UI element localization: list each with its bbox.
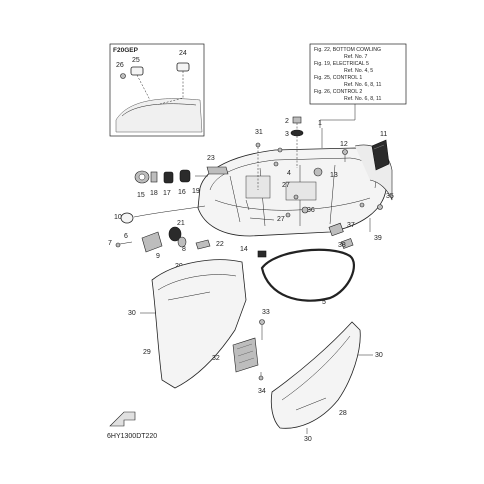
callout-14: 14: [240, 246, 248, 253]
callout-13: 13: [330, 172, 338, 179]
callout-30c: 30: [304, 436, 312, 443]
callout-5: 5: [322, 299, 326, 306]
bracket-part-25: [130, 66, 144, 76]
callout-19: 19: [192, 188, 200, 195]
callout-30a: 30: [128, 310, 136, 317]
ref-line-1: Fig. 22, BOTTOM COWLING: [314, 47, 381, 53]
seal-part-5: [260, 248, 356, 302]
callout-31: 31: [255, 129, 263, 136]
fitting-part-14: [257, 250, 267, 258]
grommet-part-24: [176, 62, 190, 72]
callout-30b: 30: [375, 352, 383, 359]
front-arrow-icon: [109, 411, 136, 427]
callout-11: 11: [380, 131, 387, 138]
callout-37: 37: [347, 222, 355, 229]
callout-3: 3: [285, 131, 289, 138]
callout-10: 10: [114, 214, 122, 221]
callout-18: 18: [150, 190, 158, 197]
bolt-part-26: [120, 73, 126, 79]
side-cover-part-28: [270, 321, 361, 429]
callout-12: 12: [340, 141, 348, 148]
callout-32: 32: [212, 355, 220, 362]
inset-box: F20GEP 24 25 26: [109, 43, 205, 137]
ref-line-5: Fig. 25, CONTROL 1: [314, 75, 362, 81]
callout-4: 4: [287, 170, 291, 177]
ref-line-8: Ref. No. 6, 8, 11: [344, 96, 382, 102]
callout-25: 25: [132, 57, 140, 64]
hose-part-10: [120, 205, 206, 224]
cover-part-32: [232, 319, 265, 381]
callout-38: 38: [338, 242, 346, 249]
inset-label: F20GEP: [113, 47, 139, 54]
screw-grommet-parts: [290, 116, 304, 168]
ref-line-3: Fig. 19, ELECTRICAL 5: [314, 61, 369, 67]
bracket-cluster: [115, 226, 187, 253]
callout-23: 23: [207, 155, 215, 162]
side-cover-part-29: [151, 259, 247, 389]
ref-line-7: Fig. 26, CONTROL 2: [314, 89, 362, 95]
ref-line-2: Ref. No. 7: [344, 54, 367, 60]
small-fasteners: [255, 142, 383, 249]
callout-33: 33: [262, 309, 270, 316]
callout-21: 21: [177, 220, 185, 227]
callout-17: 17: [163, 190, 171, 197]
callout-16: 16: [178, 189, 186, 196]
ref-line-4: Ref. No. 4, 5: [344, 68, 373, 74]
bushing-part-23: [206, 166, 229, 175]
cover-part-11: [371, 139, 390, 171]
callout-36: 36: [307, 207, 315, 214]
callout-29: 29: [143, 349, 151, 356]
callout-9: 9: [156, 253, 160, 260]
callout-39: 39: [374, 235, 382, 242]
bolt-part-12: [342, 149, 348, 162]
callout-8: 8: [182, 246, 186, 253]
callout-28: 28: [339, 410, 347, 417]
callout-15: 15: [137, 192, 145, 199]
callout-35: 35: [386, 193, 394, 200]
callout-34: 34: [258, 388, 266, 395]
callout-26: 26: [116, 62, 124, 69]
callout-6: 6: [124, 233, 128, 240]
ref-line-6: Ref. No. 6, 8, 11: [344, 82, 382, 88]
callout-24: 24: [179, 50, 187, 57]
diagram-code: 6HY1300DT220: [107, 433, 157, 440]
callout-22: 22: [216, 241, 224, 248]
clip-part-22: [195, 239, 211, 250]
callout-7: 7: [108, 240, 112, 247]
callout-1: 1: [318, 120, 322, 127]
reference-box: Fig. 22, BOTTOM COWLING Ref. No. 7 Fig. …: [309, 43, 407, 128]
bottom-cowling-part-1: [197, 144, 393, 237]
callout-27a: 27: [282, 182, 290, 189]
callout-27b: 27: [277, 216, 285, 223]
grommet-row-parts: [134, 169, 208, 184]
callout-2: 2: [285, 118, 289, 125]
